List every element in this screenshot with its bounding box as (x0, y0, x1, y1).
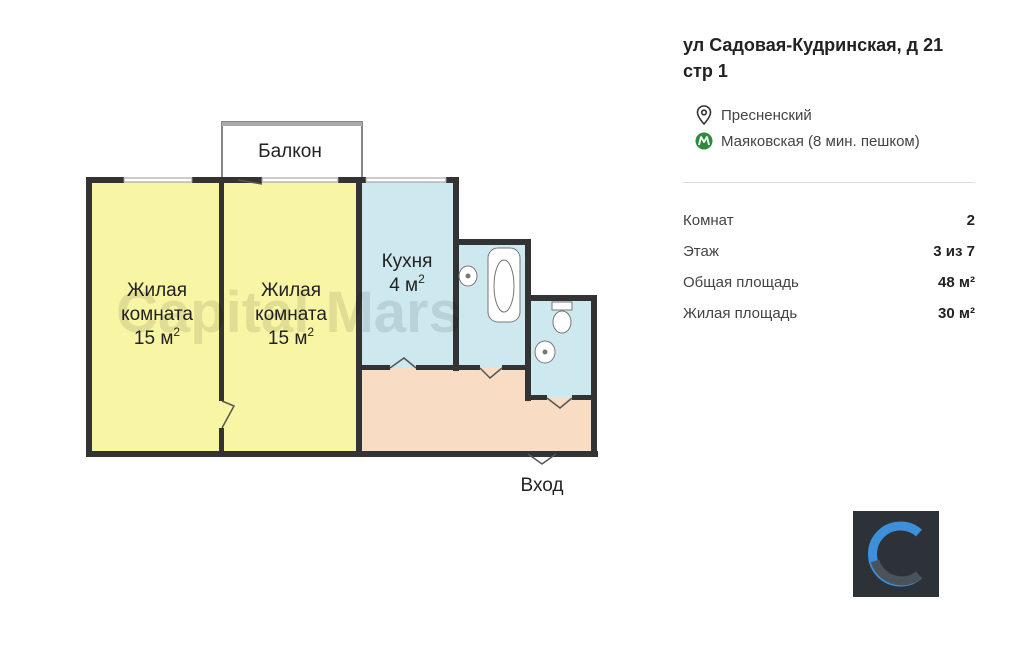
stat-label: Комнат (683, 212, 734, 229)
toilet-icon (552, 310, 572, 334)
fixtures (458, 247, 573, 364)
entrance-label: Вход (521, 475, 564, 496)
door-toilet (546, 397, 573, 409)
door-entrance (527, 453, 557, 465)
stat-row-rooms: Комнат 2 (683, 205, 975, 236)
doors (221, 179, 573, 465)
stat-row-floor: Этаж 3 из 7 (683, 236, 975, 267)
location-pin-icon (693, 104, 715, 126)
listing-info: ул Садовая-Кудринская, д 21 стр 1 Пресне… (683, 32, 975, 329)
district-row: Пресненский (683, 102, 975, 128)
windows (123, 177, 447, 183)
balcony-outline (221, 121, 363, 181)
district-name: Пресненский (721, 106, 812, 124)
toilet-tank-icon (551, 301, 573, 311)
balcony: Балкон (221, 121, 363, 181)
stat-label: Общая площадь (683, 274, 799, 291)
room-living-1 (90, 180, 222, 454)
living-1-title-line1: Жилая (127, 280, 187, 301)
floor-plan: Балкон (86, 121, 598, 496)
stat-value: 3 из 7 (933, 243, 975, 260)
living-1-area: 15 м2 (134, 325, 180, 349)
living-2-title-line2: комната (255, 304, 327, 325)
metro-station: Маяковская (8 мин. пешком) (721, 132, 920, 150)
balcony-rail (222, 122, 362, 126)
door-bathroom (479, 367, 503, 380)
stats-list: Комнат 2 Этаж 3 из 7 Общая площадь 48 м²… (683, 205, 975, 329)
walls (86, 177, 598, 457)
watermark: Capital Mars (116, 280, 461, 345)
room-kitchen (360, 180, 456, 368)
living-2-area: 15 м2 (268, 325, 314, 349)
living-1-title-line2: комната (121, 304, 193, 325)
door-balcony (237, 179, 263, 185)
stat-value: 30 м² (938, 305, 975, 322)
stat-label: Жилая площадь (683, 305, 798, 322)
stat-row-total-area: Общая площадь 48 м² (683, 267, 975, 298)
bathtub-icon (487, 247, 521, 323)
kitchen-title: Кухня (382, 251, 433, 272)
balcony-label: Балкон (258, 141, 322, 162)
stat-value: 48 м² (938, 274, 975, 291)
metro-icon (693, 130, 715, 152)
company-logo-icon (853, 511, 939, 597)
floor-plan-drawing: Балкон (86, 121, 598, 496)
metro-row: Маяковская (8 мин. пешком) (683, 128, 975, 154)
stat-row-living-area: Жилая площадь 30 м² (683, 298, 975, 329)
door-living-1 (221, 400, 236, 429)
door-kitchen (389, 357, 417, 369)
stat-label: Этаж (683, 243, 719, 260)
divider (683, 182, 975, 183)
kitchen-area: 4 м2 (389, 272, 425, 296)
room-hallway (360, 368, 594, 454)
address-title: ул Садовая-Кудринская, д 21 стр 1 (683, 35, 944, 81)
living-2-title-line1: Жилая (261, 280, 321, 301)
room-living-2 (222, 180, 360, 454)
stat-value: 2 (966, 212, 975, 229)
